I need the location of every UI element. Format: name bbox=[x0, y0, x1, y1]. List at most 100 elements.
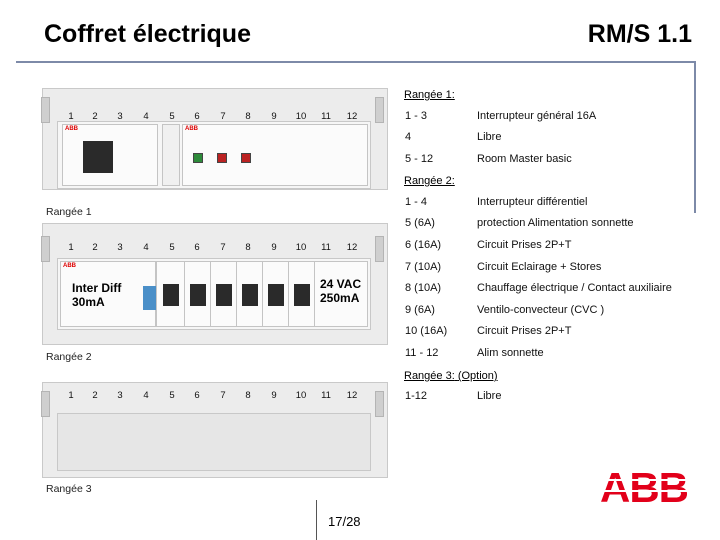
slot-number: 3 bbox=[117, 242, 123, 253]
slot-number: 12 bbox=[346, 242, 358, 253]
legend-position: 6 (16A) bbox=[405, 239, 442, 251]
slot-number: 8 bbox=[245, 242, 251, 253]
breaker-handle bbox=[242, 284, 258, 306]
abb-logo: ABB bbox=[600, 466, 696, 508]
legend-description: Chauffage électrique / Contact auxiliair… bbox=[477, 282, 672, 294]
slot-number: 2 bbox=[92, 242, 98, 253]
breaker-7 bbox=[210, 261, 238, 327]
breaker-handle bbox=[268, 284, 284, 306]
slot-number: 4 bbox=[143, 242, 149, 253]
slot-number: 4 bbox=[143, 390, 149, 401]
panel-slot bbox=[41, 236, 50, 262]
test-button bbox=[143, 286, 157, 310]
header-divider bbox=[16, 61, 696, 63]
slot-number: 1 bbox=[68, 242, 74, 253]
breaker-handle bbox=[216, 284, 232, 306]
breaker-8 bbox=[236, 261, 264, 327]
slot-number: 11 bbox=[321, 111, 331, 122]
slot-number: 5 bbox=[169, 111, 175, 122]
supply-label: 24 VAC 250mA bbox=[320, 277, 362, 305]
slot-number: 2 bbox=[92, 111, 98, 122]
module-brand: ABB bbox=[63, 263, 76, 269]
breaker-handle bbox=[190, 284, 206, 306]
right-divider bbox=[694, 61, 696, 213]
main-switch-module: ABB bbox=[62, 124, 158, 186]
differential-switch-module: ABB bbox=[60, 261, 157, 327]
slot-number: 7 bbox=[220, 390, 226, 401]
legend-description: Libre bbox=[477, 131, 502, 143]
slot-number: 2 bbox=[92, 390, 98, 401]
rangee-3-option: (Option) bbox=[457, 370, 498, 382]
legend-description: Room Master basic bbox=[477, 153, 572, 165]
slot-number: 10 bbox=[295, 242, 307, 253]
page-number: 17/28 bbox=[328, 514, 361, 529]
rangee-3-heading: Rangée 3: (Option) bbox=[404, 370, 498, 382]
slot-number: 6 bbox=[194, 242, 200, 253]
slot-number: 6 bbox=[194, 111, 200, 122]
slot-number: 9 bbox=[271, 111, 277, 122]
slot-number: 4 bbox=[143, 111, 149, 122]
status-led bbox=[217, 153, 227, 163]
slot-number: 1 bbox=[68, 390, 74, 401]
legend-position: 1 - 4 bbox=[405, 196, 428, 208]
slot-number: 7 bbox=[220, 111, 226, 122]
abb-logo-text: ABB bbox=[600, 466, 688, 508]
rangee-1-slot-numbers: 1 2 3 4 5 6 7 8 9 10 11 12 bbox=[42, 111, 386, 125]
document-reference: RM/S 1.1 bbox=[587, 20, 692, 48]
legend-description: protection Alimentation sonnette bbox=[477, 217, 634, 229]
slot-number: 11 bbox=[321, 390, 331, 401]
rangee-1-panel: ABB ABB bbox=[41, 88, 388, 190]
legend-description: Alim sonnette bbox=[477, 347, 544, 359]
rangee-2-panel: ABB bbox=[41, 223, 388, 345]
slot-number: 1 bbox=[68, 111, 74, 122]
legend-position: 5 (6A) bbox=[405, 217, 435, 229]
legend-description: Interrupteur différentiel bbox=[477, 196, 588, 208]
slot-number: 5 bbox=[169, 390, 175, 401]
legend-description: Circuit Prises 2P+T bbox=[477, 239, 572, 251]
slot-number: 12 bbox=[346, 390, 358, 401]
legend-description: Ventilo-convecteur (CVC ) bbox=[477, 304, 605, 316]
panel-slot bbox=[375, 391, 384, 417]
panel-slot bbox=[375, 236, 384, 262]
slot-number: 7 bbox=[220, 242, 226, 253]
rangee-3-slot-numbers: 1 2 3 4 5 6 7 8 9 10 11 12 bbox=[42, 390, 386, 404]
slot-number: 6 bbox=[194, 390, 200, 401]
rangee-2-slot-numbers: 1 2 3 4 5 6 7 8 9 10 11 12 bbox=[42, 242, 386, 256]
rangee-3-label: Rangée 3 bbox=[46, 483, 92, 495]
panel-slot bbox=[41, 391, 50, 417]
slot-number: 3 bbox=[117, 111, 123, 122]
slot-number: 11 bbox=[321, 242, 331, 253]
footer-divider bbox=[316, 500, 317, 540]
slot-number: 10 bbox=[295, 111, 307, 122]
legend-position: 11 - 12 bbox=[405, 347, 439, 359]
legend-description: Circuit Prises 2P+T bbox=[477, 325, 572, 337]
rangee-1-heading: Rangée 1: bbox=[404, 89, 455, 101]
bell-supply-module bbox=[314, 261, 368, 327]
legend-position: 1 - 3 bbox=[405, 110, 428, 122]
blank-module bbox=[162, 124, 180, 186]
legend-position: 10 (16A) bbox=[405, 325, 448, 337]
rangee-2-heading: Rangée 2: bbox=[404, 175, 455, 187]
din-rail: ABB bbox=[57, 258, 371, 330]
legend-position: 9 (6A) bbox=[405, 304, 435, 316]
breaker-5 bbox=[156, 261, 186, 327]
slot-number: 5 bbox=[169, 242, 175, 253]
legend-position: 5 - 12 bbox=[405, 153, 434, 165]
slot-number: 10 bbox=[295, 390, 307, 401]
legend-description: Circuit Eclairage + Stores bbox=[477, 261, 602, 273]
rangee-2-label: Rangée 2 bbox=[46, 351, 92, 363]
legend-description: Interrupteur général 16A bbox=[477, 110, 597, 122]
room-master-module: ABB bbox=[182, 124, 368, 186]
panel-slot bbox=[375, 97, 384, 123]
slot-number: 3 bbox=[117, 390, 123, 401]
slot-number: 8 bbox=[245, 111, 251, 122]
breaker-handle bbox=[294, 284, 310, 306]
status-led bbox=[241, 153, 251, 163]
module-brand: ABB bbox=[65, 126, 78, 132]
slot-number: 8 bbox=[245, 390, 251, 401]
rangee-3-panel bbox=[41, 382, 388, 478]
din-rail: ABB ABB bbox=[57, 121, 371, 189]
slot-number: 9 bbox=[271, 242, 277, 253]
empty-rail bbox=[57, 413, 371, 471]
legend-position: 7 (10A) bbox=[405, 261, 442, 273]
